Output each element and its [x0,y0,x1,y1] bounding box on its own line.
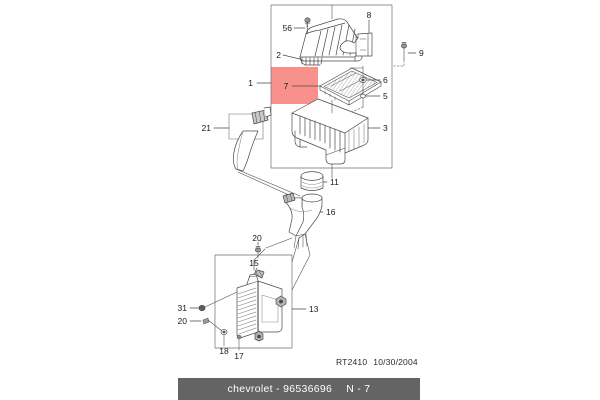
part-air-cleaner-housing [291,98,369,165]
leader-2 [282,54,301,60]
drawing-code: RT2410 [336,357,368,367]
part-resonator-body [236,273,283,339]
part-clip-6 [359,77,367,83]
link-box-top2 [265,237,293,249]
part-bracket-15 [253,269,265,279]
part-screw-20-left [202,317,223,332]
callout-8: 8 [367,10,372,20]
callout-1: 1 [248,78,253,88]
callout-20-left: 20 [178,316,188,326]
callout-5: 5 [383,91,388,101]
drawing-code-line: RT2410 10/30/2004 [336,357,418,367]
footer-bar: chevrolet - 96536696 N - 7 [178,378,420,400]
callout-31: 31 [178,303,188,313]
part-nut-right [275,295,287,308]
callout-15: 15 [249,258,259,268]
part-screw-20-top [255,246,261,259]
clip-rail-top [349,65,364,69]
callout-9: 9 [419,48,424,58]
callout-11: 11 [330,177,339,187]
callout-17: 17 [234,351,244,361]
part-grommet-bottom [254,330,264,342]
drawing-date: 10/30/2004 [373,357,418,367]
part-nut-31 [198,305,206,311]
part-bolt-9 [401,42,407,61]
callout-20-top: 20 [252,233,262,243]
part-clip-5 [360,93,366,99]
hose-run [235,168,301,197]
callout-6: 6 [383,75,388,85]
callout-18: 18 [219,346,229,356]
callout-labels: 1 7 56 2 8 9 6 5 3 21 11 16 20 15 13 31 … [178,10,424,361]
leader-15 [254,267,258,273]
part-air-filter-element [319,67,382,106]
link-duct-resonator [291,237,300,263]
group-box-air-cleaner [270,4,393,169]
callout-3: 3 [383,123,388,133]
part-bolt-56 [304,17,311,34]
footer-brand-part: chevrolet - 96536696 [227,383,333,395]
callout-2: 2 [276,50,281,60]
footer-page-ref: N - 7 [346,383,371,395]
link-duct-resonator2 [291,233,311,291]
leader-9b [391,59,405,67]
link-box-top [253,248,266,261]
part-breather-hose [228,106,272,172]
callout-13: 13 [309,304,319,314]
callout-16: 16 [326,207,336,217]
clip-rail-bot [351,106,364,113]
part-air-inlet-duct [339,32,373,57]
leader-31b [204,291,238,308]
part-grommet-17 [236,334,242,351]
part-washer-18 [220,328,228,347]
callout-21: 21 [202,123,212,133]
selected-part-highlight[interactable] [271,67,318,104]
group-box-resonator [214,254,293,349]
callout-56: 56 [283,23,293,33]
part-hose-connector-sleeve [300,171,324,191]
part-air-intake-branch-duct [282,192,323,250]
callout-7: 7 [284,81,289,91]
